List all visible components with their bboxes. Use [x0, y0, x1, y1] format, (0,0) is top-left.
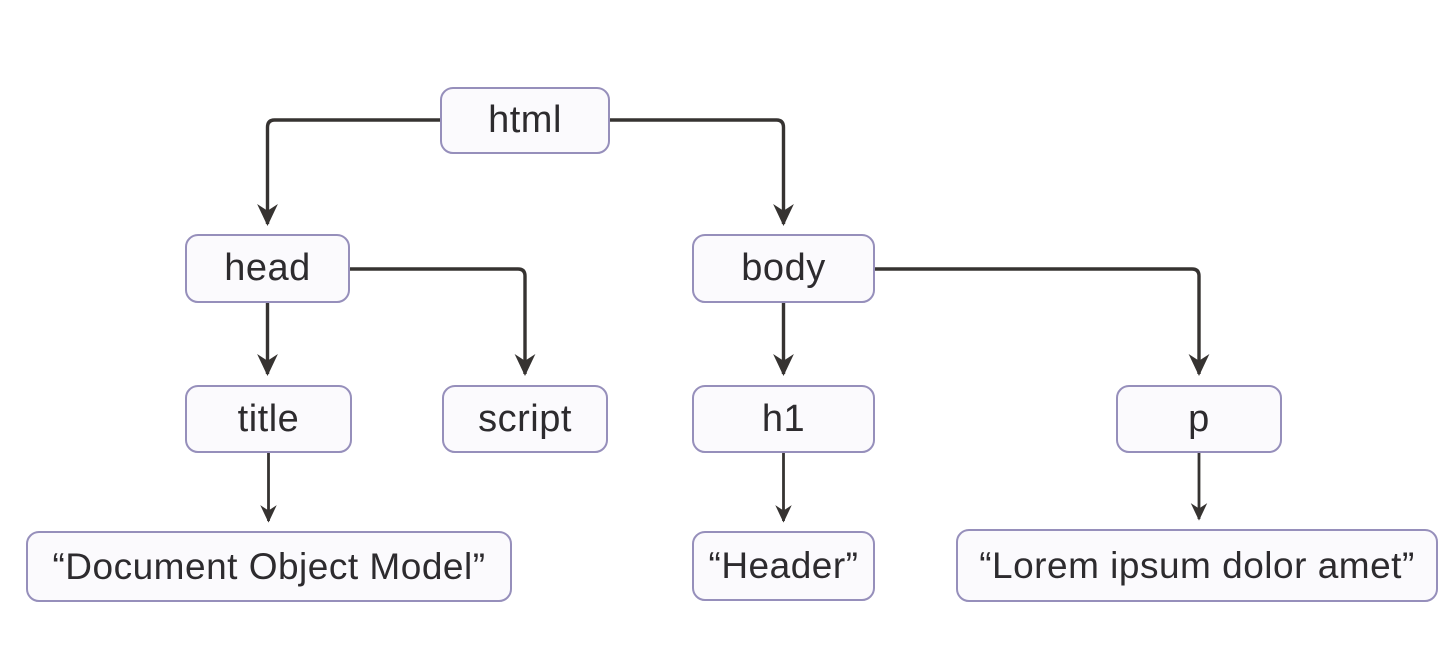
- node-html: html: [440, 87, 610, 154]
- node-title-label: title: [237, 397, 300, 440]
- node-title-text-label: “Document Object Model”: [52, 545, 486, 587]
- node-h1: h1: [692, 385, 875, 453]
- node-body: body: [692, 234, 875, 303]
- node-p-text: “Lorem ipsum dolor amet”: [956, 529, 1438, 602]
- edge-html-head: [257, 118, 440, 226]
- edge-body-p: [875, 267, 1210, 376]
- node-title-text: “Document Object Model”: [26, 531, 512, 602]
- node-script: script: [442, 385, 608, 453]
- node-body-label: body: [741, 247, 826, 289]
- edge-html-body: [610, 118, 794, 226]
- node-h1-label: h1: [761, 397, 806, 440]
- node-html-label: html: [488, 99, 562, 141]
- node-head: head: [185, 234, 350, 303]
- node-head-label: head: [224, 247, 311, 289]
- node-p-text-label: “Lorem ipsum dolor amet”: [979, 544, 1415, 586]
- node-h1-text: “Header”: [692, 531, 875, 601]
- node-title: title: [185, 385, 352, 453]
- node-p: p: [1116, 385, 1282, 453]
- node-p-label: p: [1188, 397, 1210, 440]
- node-script-label: script: [478, 397, 572, 440]
- edge-head-script: [350, 267, 536, 376]
- node-h1-text-label: “Header”: [708, 545, 859, 586]
